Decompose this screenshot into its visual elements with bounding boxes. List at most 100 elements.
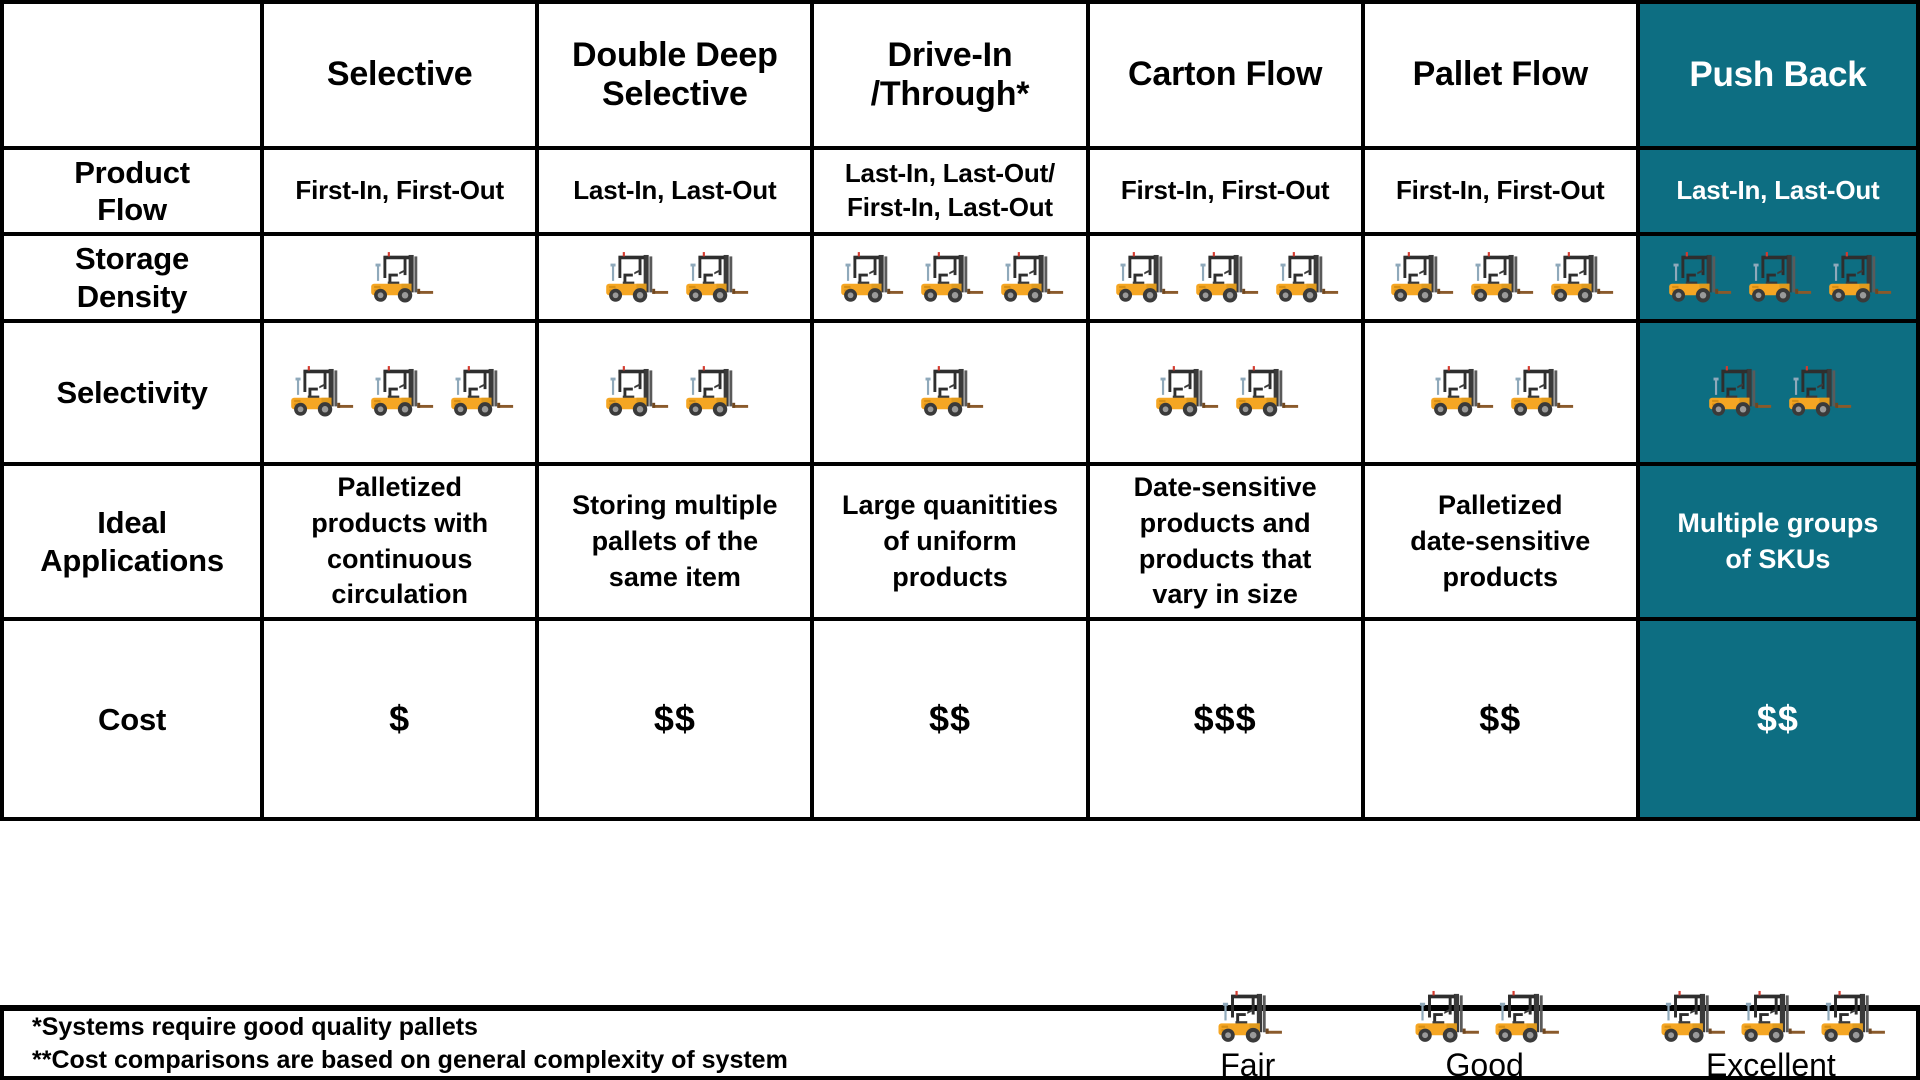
forklift-icon (1218, 991, 1282, 1043)
cell-storage-density-carton (1085, 232, 1365, 323)
cell-storage-density-doubledeep (535, 232, 815, 323)
column-header-pallet: Pallet Flow (1360, 0, 1640, 150)
forklift-icon (606, 251, 668, 303)
forklift-icon (1821, 991, 1885, 1043)
forklift-icon (1156, 366, 1219, 417)
forklift-rating (1154, 988, 1342, 1047)
forklift-icon (921, 366, 984, 417)
forklift-icon (1471, 251, 1534, 303)
forklift-rating (1650, 363, 1906, 421)
rating-legend: Fair Good Excellent (1154, 963, 1914, 1080)
forklift-icon (1741, 991, 1805, 1043)
table-row-selectivity: Selectivity (0, 318, 1920, 466)
forklift-rating (824, 363, 1075, 421)
cell-selectivity-drivein (810, 318, 1090, 466)
forklift-icon (290, 366, 353, 417)
cell-selectivity-selective (260, 318, 540, 466)
forklift-rating (1628, 988, 1914, 1047)
legend-label-good: Good (1445, 1047, 1524, 1080)
forklift-icon (1391, 251, 1454, 303)
row-label-cost: Cost (0, 617, 265, 822)
forklift-rating (274, 363, 525, 421)
cell-cost-doubledeep: $$ (535, 617, 815, 822)
forklift-icon (1669, 251, 1732, 303)
forklift-icon (370, 366, 433, 417)
forklift-icon (1511, 366, 1574, 417)
forklift-icon (1661, 991, 1725, 1043)
cell-selectivity-pallet (1360, 318, 1640, 466)
cell-storage-density-pallet (1360, 232, 1640, 323)
forklift-icon (1001, 251, 1064, 303)
cell-storage-density-drivein (810, 232, 1090, 323)
cell-product-flow-carton: First-In, First-Out (1085, 145, 1365, 237)
cell-product-flow-drivein: Last-In, Last-Out/First-In, Last-Out (810, 145, 1090, 237)
footer-band: *Systems require good quality pallets**C… (0, 991, 1920, 1080)
forklift-icon (1431, 366, 1494, 417)
legend-label-fair: Fair (1220, 1047, 1276, 1080)
column-header-drivein: Drive-In/Through* (810, 0, 1090, 150)
forklift-icon (1495, 991, 1559, 1043)
forklift-icon (921, 251, 984, 303)
cell-cost-drivein: $$ (810, 617, 1090, 822)
forklift-icon (1789, 366, 1852, 417)
cell-product-flow-doubledeep: Last-In, Last-Out (535, 145, 815, 237)
cell-cost-selective: $ (260, 617, 540, 822)
forklift-rating (1375, 363, 1626, 421)
cell-cost-pushback: $$ (1635, 617, 1920, 822)
column-header-selective: Selective (260, 0, 540, 150)
forklift-icon (1196, 251, 1259, 303)
forklift-rating (274, 249, 525, 307)
forklift-icon (686, 366, 748, 417)
forklift-rating (1342, 988, 1628, 1047)
cell-cost-carton: $$$ (1085, 617, 1365, 822)
column-header-pushback: Push Back (1635, 0, 1920, 150)
cell-storage-density-selective (260, 232, 540, 323)
forklift-rating (549, 363, 800, 421)
forklift-rating (1100, 363, 1351, 421)
table-row-cost: Cost$$$$$$$$$$$$ (0, 617, 1920, 822)
forklift-icon (1276, 251, 1339, 303)
forklift-icon (370, 251, 433, 303)
cell-product-flow-pallet: First-In, First-Out (1360, 145, 1640, 237)
forklift-icon (606, 366, 668, 417)
cell-selectivity-carton (1085, 318, 1365, 466)
forklift-rating (824, 249, 1075, 307)
forklift-rating (1100, 249, 1351, 307)
forklift-rating (1375, 249, 1626, 307)
legend-item-good: Good (1342, 988, 1628, 1080)
cell-product-flow-pushback: Last-In, Last-Out (1635, 145, 1920, 237)
legend-item-excellent: Excellent (1628, 988, 1914, 1080)
forklift-icon (1415, 991, 1479, 1043)
cell-cost-pallet: $$ (1360, 617, 1640, 822)
forklift-icon (686, 251, 748, 303)
forklift-icon (1116, 251, 1179, 303)
forklift-icon (450, 366, 513, 417)
row-label-selectivity: Selectivity (0, 318, 265, 466)
forklift-rating (549, 249, 800, 307)
forklift-icon (841, 251, 904, 303)
column-header-carton: Carton Flow (1085, 0, 1365, 150)
forklift-icon (1551, 251, 1614, 303)
forklift-icon (1709, 366, 1772, 417)
footnotes: *Systems require good quality pallets**C… (32, 1012, 788, 1074)
forklift-icon (1829, 251, 1892, 303)
cell-selectivity-doubledeep (535, 318, 815, 466)
forklift-rating (1650, 249, 1906, 307)
cell-storage-density-pushback (1635, 232, 1920, 323)
legend-label-excellent: Excellent (1705, 1047, 1836, 1080)
